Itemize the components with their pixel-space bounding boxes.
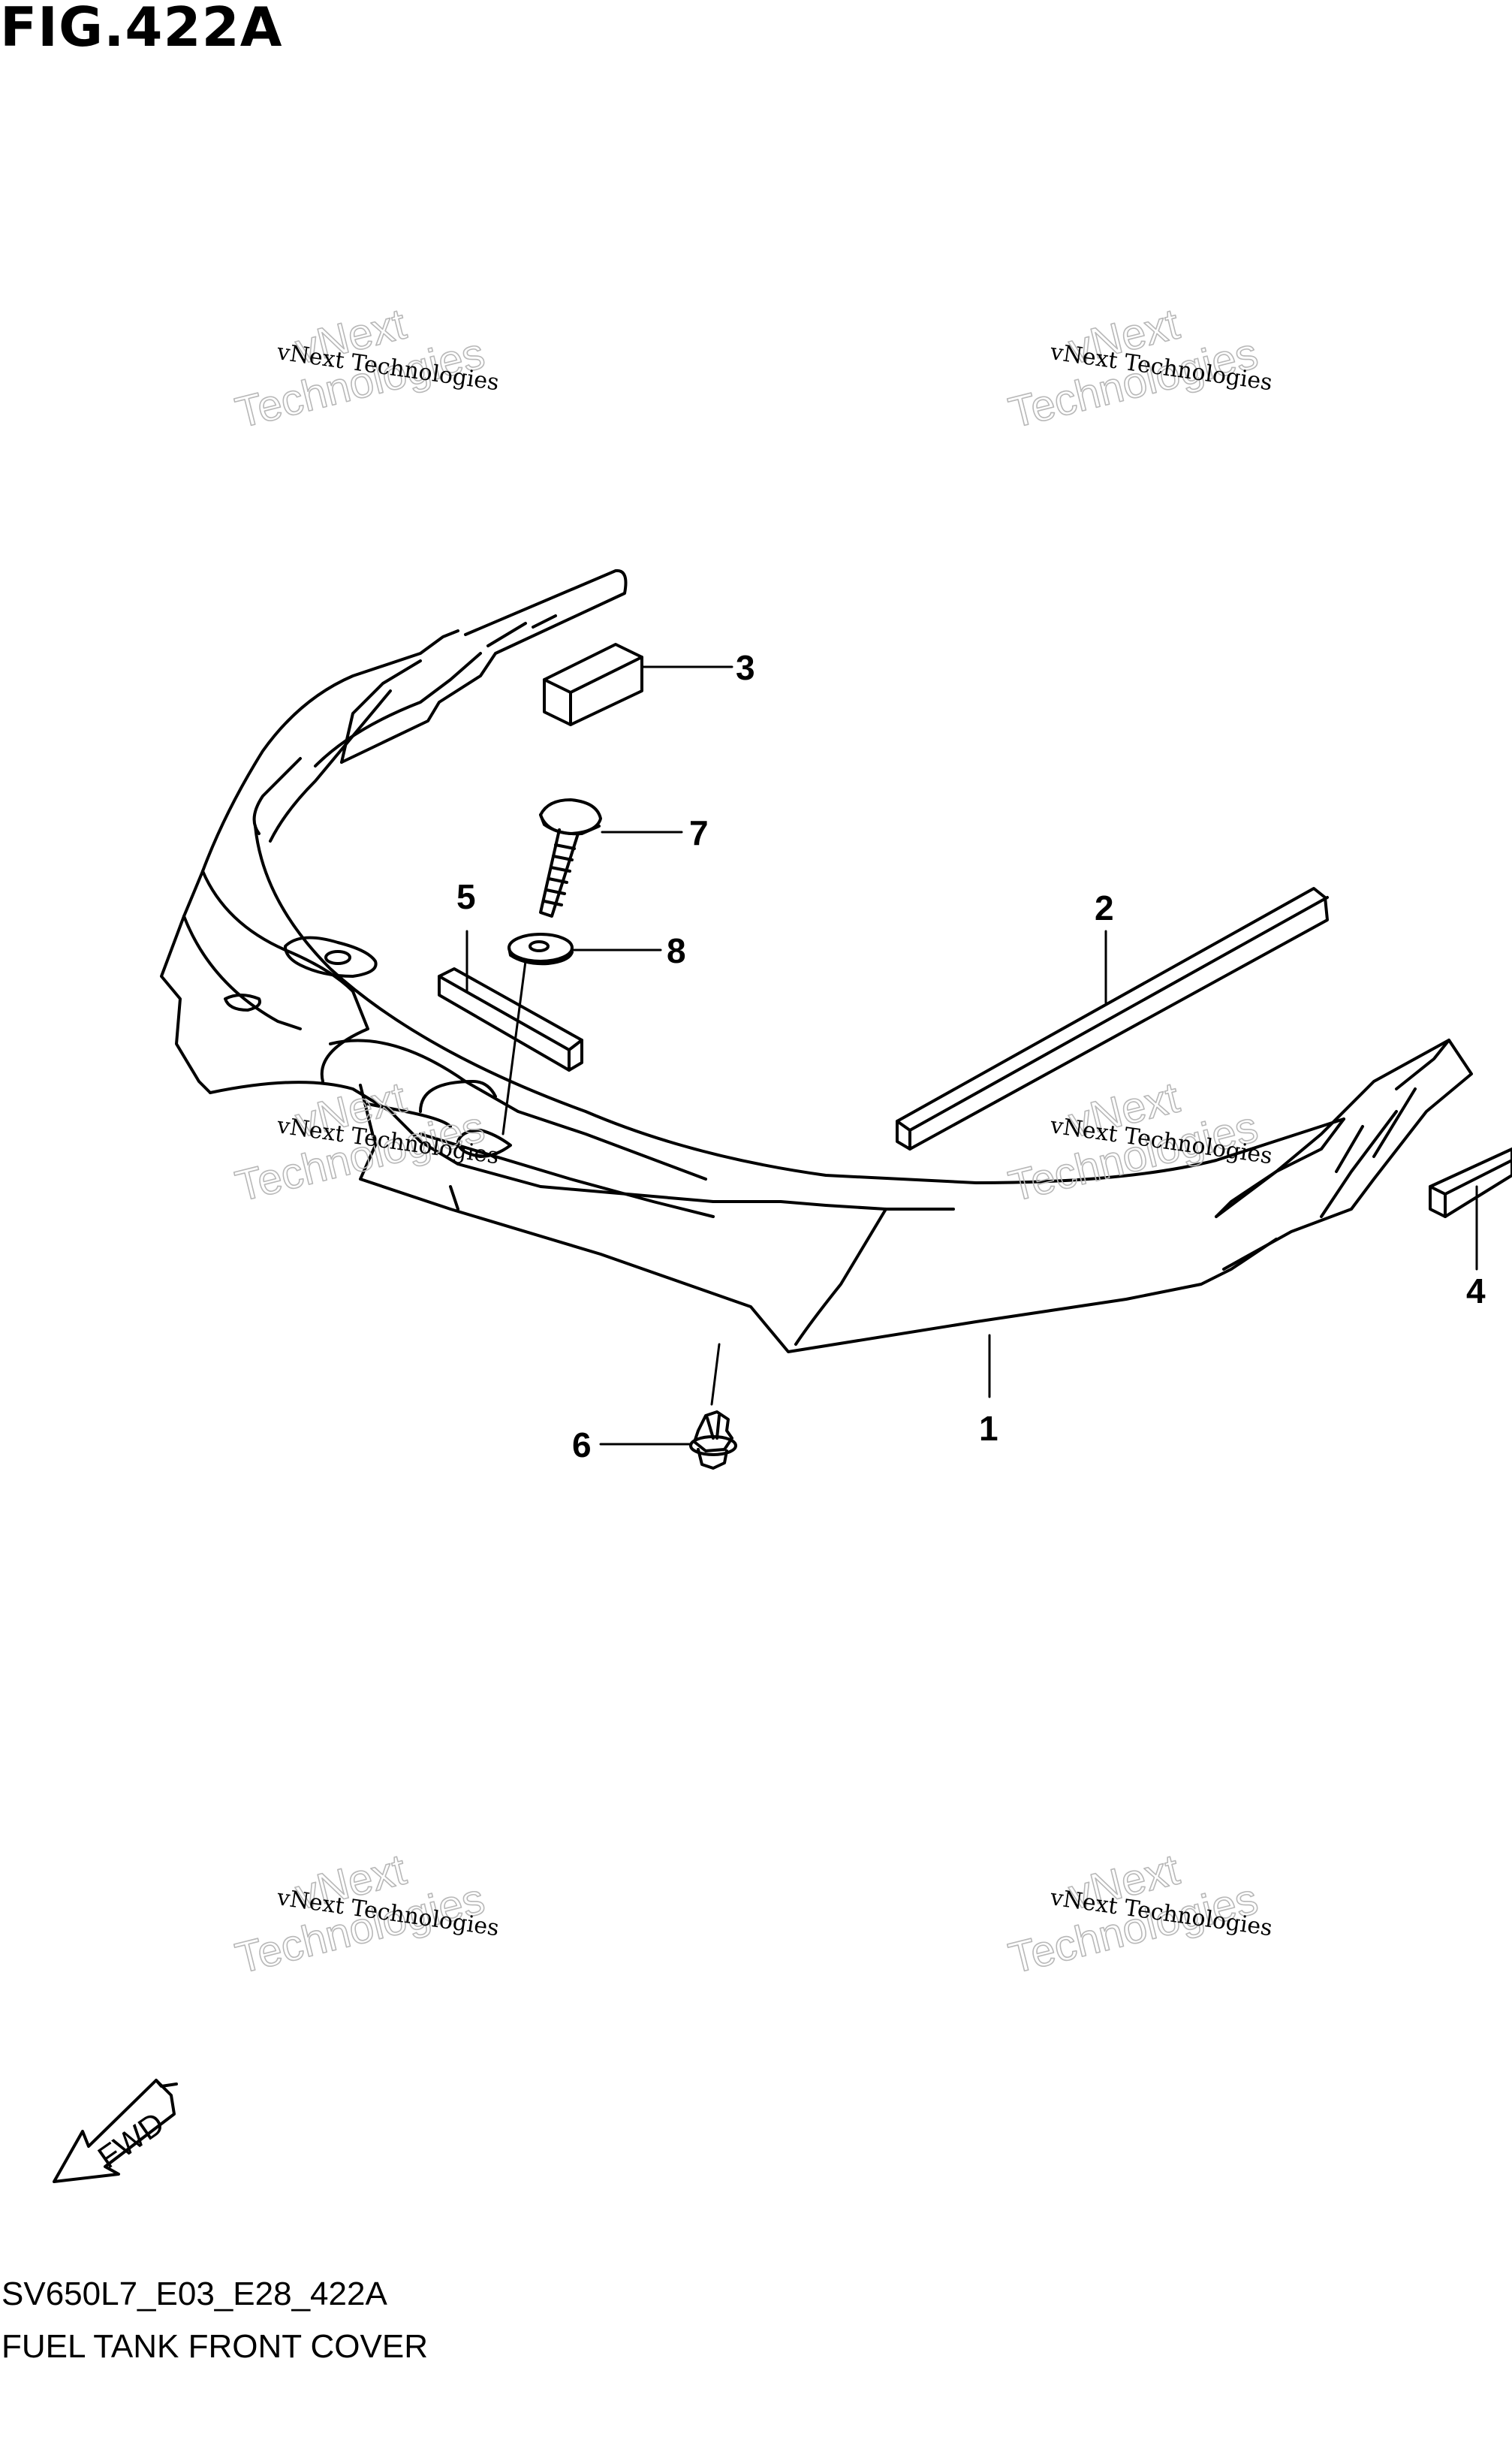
watermark-mid-right: Technologies vNext vNext Technologies	[1004, 1072, 1274, 1212]
watermark-top-right: Technologies vNext vNext Technologies	[1004, 299, 1274, 439]
callout-3: 3	[736, 648, 755, 687]
watermark-mid-left: Technologies vNext vNext Technologies	[230, 1072, 501, 1212]
callout-6: 6	[572, 1425, 592, 1464]
watermark-bottom-left: Technologies vNext vNext Technologies	[230, 1844, 501, 1984]
callout-1: 1	[979, 1409, 998, 1448]
watermark-top-left: Technologies vNext vNext Technologies	[230, 299, 501, 439]
washer	[508, 933, 574, 966]
callout-labels: 3 7 5 8 2 4 6 1	[456, 648, 1486, 1464]
callout-5: 5	[456, 877, 476, 916]
fwd-arrow-icon: FWD	[53, 2079, 178, 2183]
callout-7: 7	[689, 813, 709, 852]
leader-lines	[465, 665, 1478, 1446]
callout-2: 2	[1095, 888, 1114, 927]
cushion-block-4	[1429, 1148, 1512, 1218]
cushion-strip-long	[896, 887, 1329, 1151]
watermark-bottom-right: Technologies vNext vNext Technologies	[1004, 1844, 1274, 1984]
figure-title: FIG.422A	[0, 0, 283, 59]
figure-name: FUEL TANK FRONT COVER	[2, 2328, 429, 2365]
callout-4: 4	[1466, 1271, 1486, 1310]
fuel-tank-front-cover	[160, 569, 1473, 1353]
trim-clip	[689, 1410, 737, 1470]
figure-code: SV650L7_E03_E28_422A	[2, 2276, 387, 2312]
cushion-strip-5	[438, 967, 583, 1072]
cushion-block-3	[543, 643, 643, 726]
screw	[539, 798, 602, 918]
callout-8: 8	[667, 931, 686, 970]
